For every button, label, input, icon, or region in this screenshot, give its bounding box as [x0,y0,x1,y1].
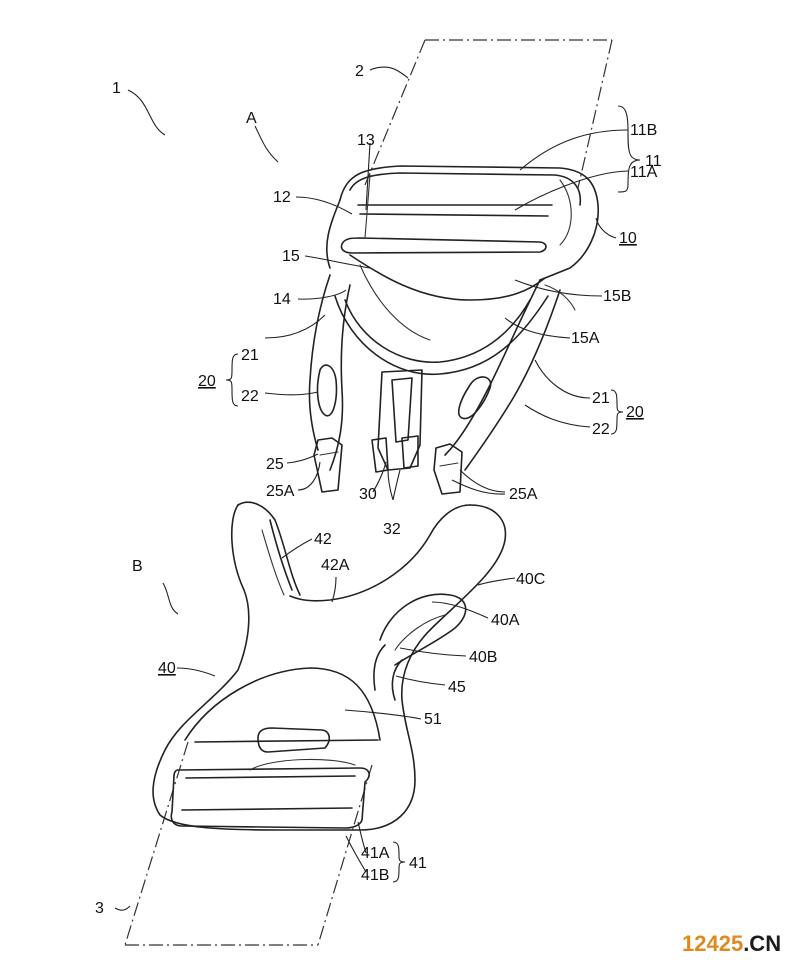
label-leg-arm-right: 21 [592,390,610,407]
label-center-guide: 30 [359,486,377,503]
label-female-side: 40B [469,649,497,666]
watermark-domain: .CN [743,931,781,956]
label-lock-wall: 42 [314,531,332,548]
label-frame: 12 [273,189,291,206]
label-guide-edge-outer: 15B [603,288,631,305]
label-part-b: B [132,558,143,575]
label-female-bar-outer: 41B [361,867,389,884]
label-guide: 15 [282,248,300,265]
label-webbing-bar-group: 11 [645,153,662,170]
label-leg-group-right: 20 [626,404,644,421]
male-buckle [308,165,599,495]
label-hook-face-left: 25A [266,483,295,500]
label-bar-slot: 13 [357,132,375,149]
svg-text:12425.CN: 12425.CN [682,931,781,956]
label-webbing-bar-outer: 11B [630,122,657,139]
label-center-rib: 32 [383,521,401,538]
label-hook-left: 25 [266,456,284,473]
label-leg-window-left: 22 [241,388,259,405]
label-leg-arm-left: 21 [241,347,259,364]
label-base-plate: 14 [273,291,291,308]
label-hook-face-right: 25A [509,486,538,503]
female-buckle [152,501,507,831]
label-webbing-top: 2 [355,63,364,80]
label-cover-plate: 51 [424,711,442,728]
watermark-digits: 12425 [682,931,743,956]
label-female-opening: 40A [491,612,520,629]
label-leg-group-left: 20 [198,373,216,390]
label-female-bar-group: 41 [409,855,427,872]
label-webbing-bottom: 3 [95,900,104,917]
label-female-body: 40 [158,660,176,677]
label-guide-edge-inner: 15A [571,330,600,347]
reference-labels: 1 A 2 11B 11 11A 13 12 10 15 14 15B 15A … [95,63,662,917]
label-webbing-bar-inner: 11A [630,164,658,181]
label-male-body: 10 [619,230,637,247]
label-release-slot: 45 [448,679,466,696]
label-female-bar-inner: 41A [361,845,390,862]
label-leg-window-right: 22 [592,421,610,438]
label-lock-face: 42A [321,557,350,574]
label-female-outer: 40C [516,571,545,588]
label-assembly: 1 [112,80,121,97]
leader-lines [114,66,641,911]
label-part-a: A [246,110,257,127]
watermark: 12425.CN [682,931,781,956]
webbing-top [364,39,613,189]
webbing-bottom [124,741,373,946]
